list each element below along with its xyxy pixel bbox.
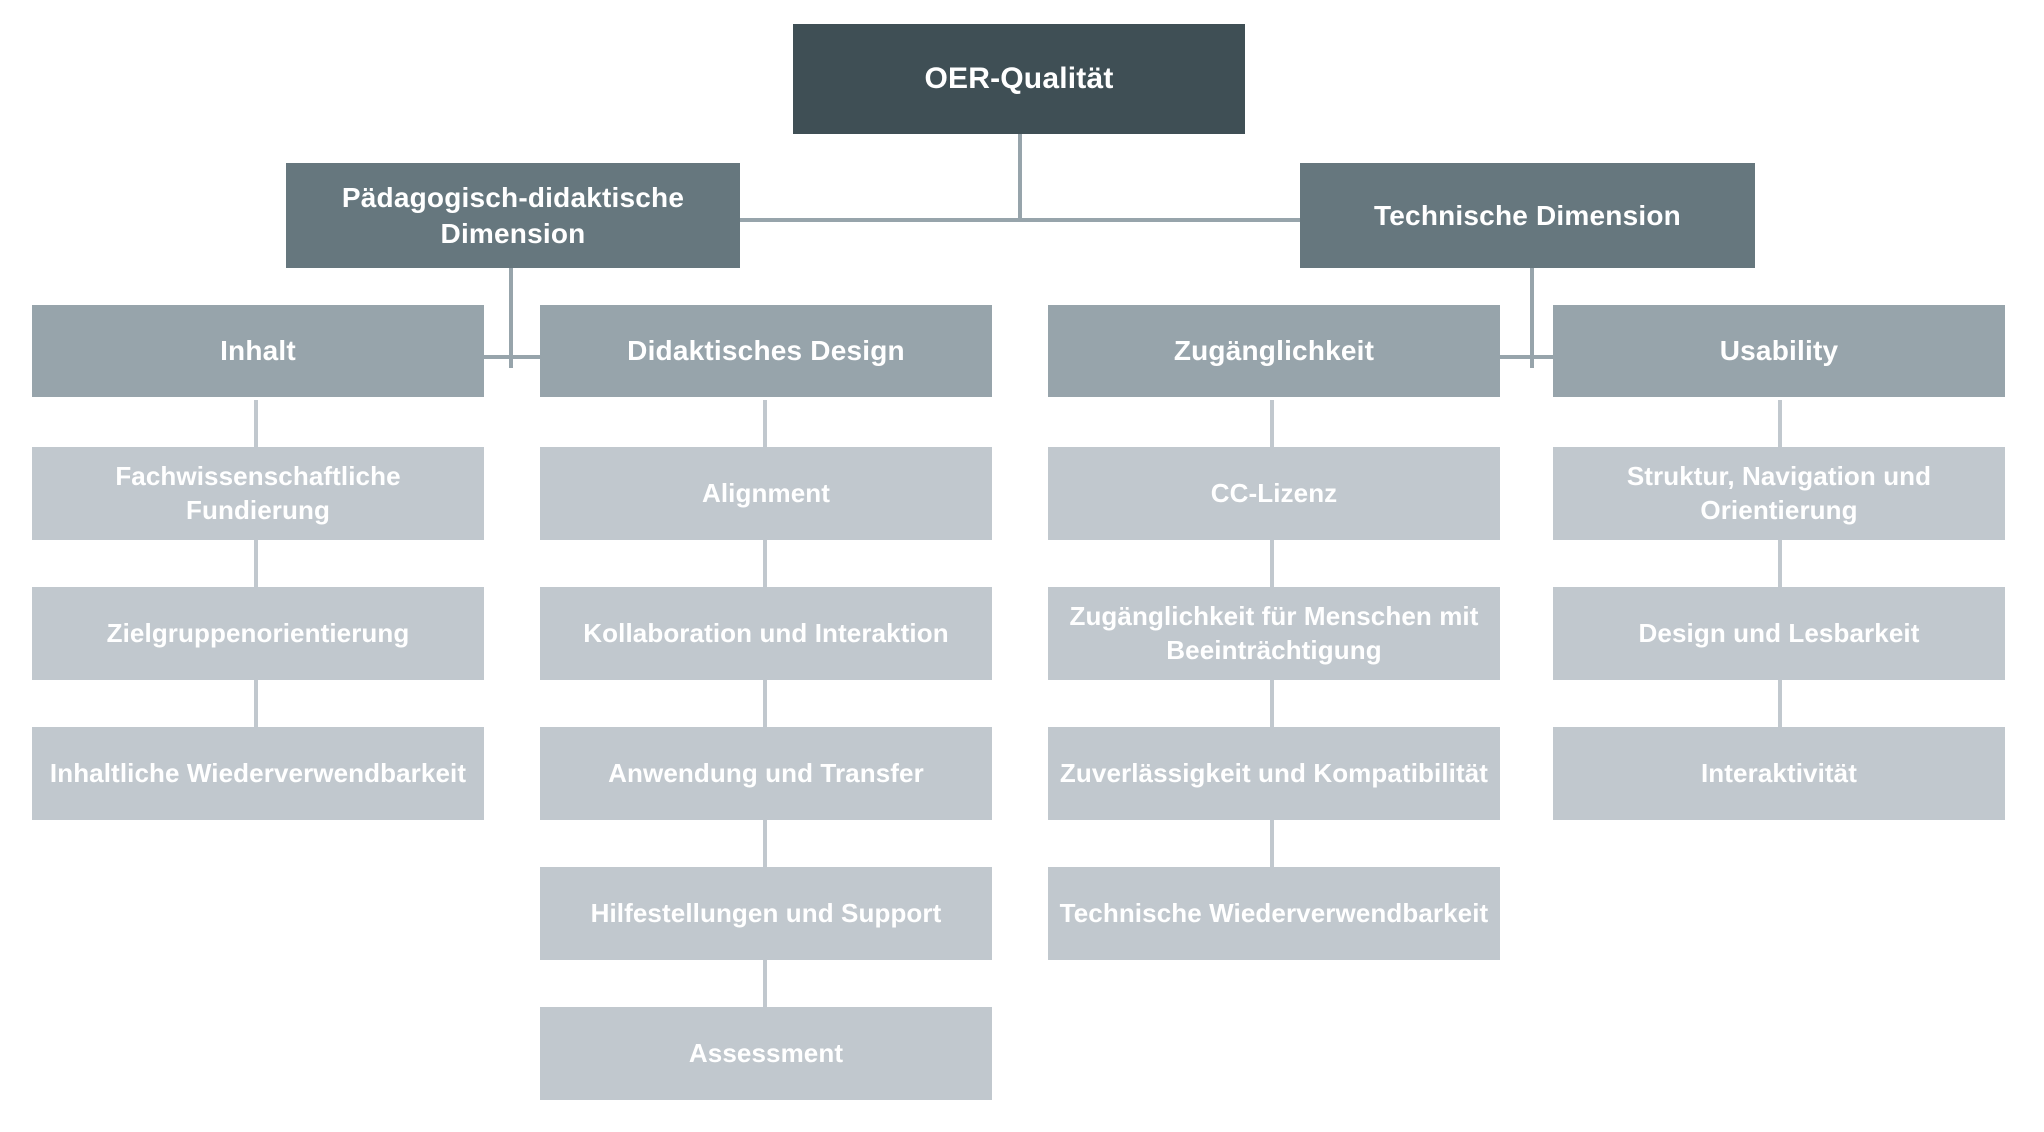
connector-didaktik-2	[763, 540, 767, 592]
node-alignment[interactable]: Alignment	[540, 447, 992, 540]
connector-inhalt-3	[254, 680, 258, 732]
connector-right-dimension-stem	[1530, 268, 1534, 368]
connector-inhalt-1	[254, 400, 258, 452]
node-assessment[interactable]: Assessment	[540, 1007, 992, 1100]
connector-usability-1	[1778, 400, 1782, 452]
node-oer-qualitaet[interactable]: OER-Qualität	[793, 24, 1245, 134]
node-usability[interactable]: Usability	[1553, 305, 2005, 397]
node-technische-dimension[interactable]: Technische Dimension	[1300, 163, 1755, 268]
node-zugaenglichkeit[interactable]: Zugänglichkeit	[1048, 305, 1500, 397]
node-kollaboration-und-interaktion[interactable]: Kollaboration und Interaktion	[540, 587, 992, 680]
connector-didaktik-3	[763, 680, 767, 732]
connector-zugaenglichkeit-1	[1270, 400, 1274, 452]
node-paedagogisch-didaktische-dimension[interactable]: Pädagogisch-didaktische Dimension	[286, 163, 740, 268]
connector-didaktik-1	[763, 400, 767, 452]
connector-left-dimension-stem	[509, 268, 513, 368]
node-inhaltliche-wiederverwendbarkeit[interactable]: Inhaltliche Wiederverwendbarkeit	[32, 727, 484, 820]
node-anwendung-und-transfer[interactable]: Anwendung und Transfer	[540, 727, 992, 820]
connector-zugaenglichkeit-3	[1270, 680, 1274, 732]
connector-inhalt-2	[254, 540, 258, 592]
node-fachwissenschaftliche-fundierung[interactable]: Fachwissenschaftliche Fundierung	[32, 447, 484, 540]
node-didaktisches-design[interactable]: Didaktisches Design	[540, 305, 992, 397]
connector-zugaenglichkeit-2	[1270, 540, 1274, 592]
node-zuverlaessigkeit-und-kompatibilitaet[interactable]: Zuverlässigkeit und Kompatibilität	[1048, 727, 1500, 820]
connector-usability-3	[1778, 680, 1782, 732]
node-inhalt[interactable]: Inhalt	[32, 305, 484, 397]
connector-usability-2	[1778, 540, 1782, 592]
node-technische-wiederverwendbarkeit[interactable]: Technische Wiederverwendbarkeit	[1048, 867, 1500, 960]
node-interaktivitaet[interactable]: Interaktivität	[1553, 727, 2005, 820]
connector-left-categories-bar	[420, 355, 600, 359]
connector-didaktik-5	[763, 960, 767, 1012]
node-hilfestellungen-und-support[interactable]: Hilfestellungen und Support	[540, 867, 992, 960]
connector-zugaenglichkeit-4	[1270, 820, 1274, 872]
connector-didaktik-4	[763, 820, 767, 872]
node-zugaenglichkeit-fuer-menschen-mit-beeintraechtigung[interactable]: Zugänglichkeit für Menschen mit Beeinträ…	[1048, 587, 1500, 680]
connector-right-categories-bar	[1440, 355, 1620, 359]
node-struktur-navigation-und-orientierung[interactable]: Struktur, Navigation und Orientierung	[1553, 447, 2005, 540]
node-cc-lizenz[interactable]: CC-Lizenz	[1048, 447, 1500, 540]
connector-root-stem	[1018, 133, 1022, 220]
node-zielgruppenorientierung[interactable]: Zielgruppenorientierung	[32, 587, 484, 680]
connector-dimensions-bar	[735, 218, 1302, 222]
node-design-und-lesbarkeit[interactable]: Design und Lesbarkeit	[1553, 587, 2005, 680]
